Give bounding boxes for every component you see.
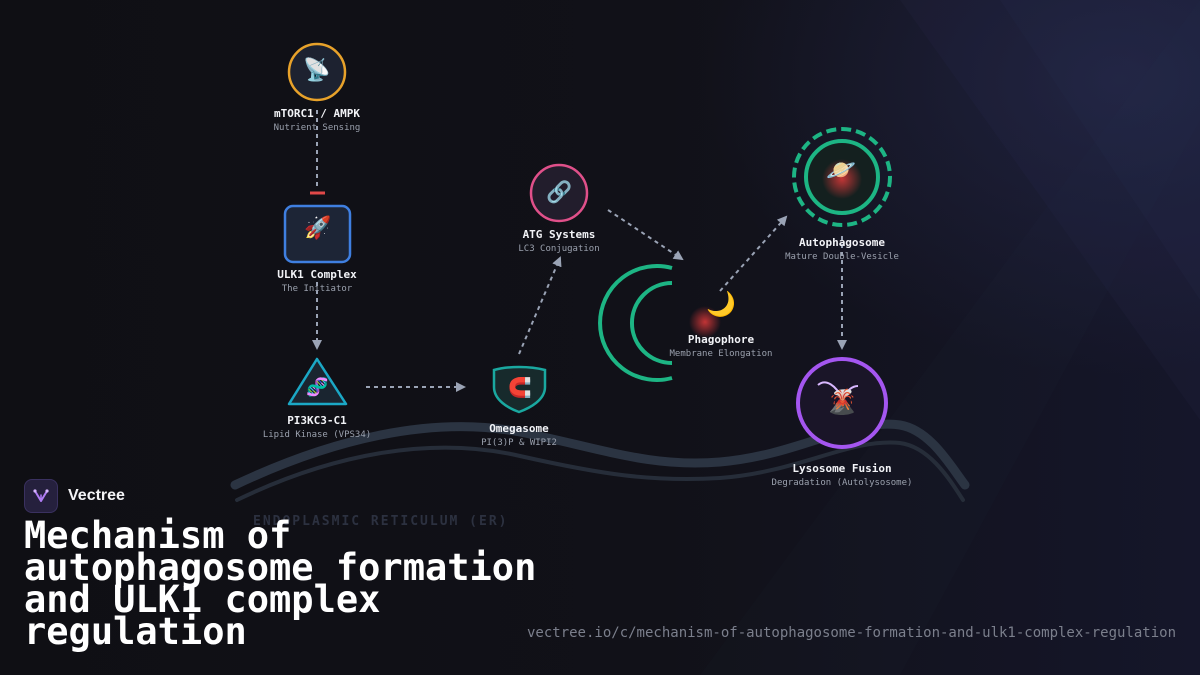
- omegasome-node-label: Omegasome PI(3)P & WIPI2: [419, 416, 619, 448]
- omegasome-title: Omegasome: [489, 422, 549, 435]
- phagophore-node-label: Phagophore Membrane Elongation: [621, 327, 821, 359]
- vectree-logo-icon: [24, 479, 58, 513]
- satellite-dish-icon: 📡: [303, 58, 331, 83]
- pi3k-node-triangle: [287, 357, 348, 406]
- pi3k-subtitle: Lipid Kinase (VPS34): [262, 430, 372, 440]
- atg-node-label: ATG Systems LC3 Conjugation: [459, 222, 659, 254]
- crescent-moon-icon: 🌙: [706, 290, 736, 318]
- magnet-icon: 🧲: [508, 377, 532, 399]
- autophagosome-outer-ring: [792, 127, 892, 227]
- lysosome-node-circle: [796, 357, 888, 449]
- autophagosome-title: Autophagosome: [798, 236, 886, 249]
- pi3k-node-label: PI3KC3-C1 Lipid Kinase (VPS34): [217, 408, 417, 440]
- dna-icon: 🧬: [306, 377, 329, 398]
- pi3k-title: PI3KC3-C1: [287, 414, 347, 427]
- volcano-icon: 🌋: [827, 388, 857, 416]
- phagophore-subtitle: Membrane Elongation: [669, 349, 773, 359]
- autophagosome-node-label: Autophagosome Mature Double-Vesicle: [742, 230, 942, 262]
- ulk1-title: ULK1 Complex: [277, 268, 357, 281]
- ringed-planet-icon: 🪐: [826, 156, 856, 184]
- mtorc-title: mTORC1 / AMPK: [273, 107, 361, 120]
- er-label: ENDOPLASMIC RETICULUM (ER): [253, 514, 509, 529]
- phagophore-outer-arc: [598, 264, 673, 382]
- atg-subtitle: LC3 Conjugation: [518, 244, 600, 254]
- link-icon: 🔗: [546, 180, 573, 204]
- omegasome-node-shield: [492, 365, 547, 414]
- autophagosome-subtitle: Mature Double-Vesicle: [785, 252, 899, 262]
- page-title: Mechanism of autophagosome formation and…: [24, 514, 537, 653]
- mtorc-subtitle: Nutrient Sensing: [273, 123, 361, 133]
- phagophore-inner-arc: [630, 281, 673, 365]
- atg-node-circle: [529, 163, 589, 223]
- phagophore-title: Phagophore: [687, 333, 755, 346]
- arrow-atg-to-phagophore: [607, 209, 684, 261]
- lysosome-subtitle: Degradation (Autolysosome): [771, 478, 913, 488]
- mtorc-node-circle: [287, 42, 347, 102]
- omegasome-subtitle: PI(3)P & WIPI2: [481, 438, 557, 448]
- autophagosome-glow: [822, 159, 862, 199]
- lysosome-hook: [817, 381, 859, 400]
- arrow-omegasome-to-atg: [518, 256, 562, 355]
- ulk1-subtitle: The Initiator: [281, 284, 353, 294]
- er-membrane: [230, 419, 970, 502]
- phagophore-glow: [689, 306, 721, 338]
- ulk1-node-box: [283, 204, 352, 264]
- ulk1-node-label: ULK1 Complex The Initiator: [217, 262, 417, 294]
- brand-name: Vectree: [68, 487, 125, 504]
- brand[interactable]: Vectree: [24, 479, 125, 513]
- atg-title: ATG Systems: [522, 228, 596, 241]
- lysosome-node-label: Lysosome Fusion Degradation (Autolysosom…: [742, 456, 942, 488]
- rocket-icon: 🚀: [304, 216, 332, 241]
- page-url[interactable]: vectree.io/c/mechanism-of-autophagosome-…: [526, 625, 1176, 641]
- arrow-phagophore-to-autophagosome: [719, 215, 788, 292]
- lysosome-title: Lysosome Fusion: [792, 462, 892, 475]
- mtorc-node-label: mTORC1 / AMPK Nutrient Sensing: [217, 101, 417, 133]
